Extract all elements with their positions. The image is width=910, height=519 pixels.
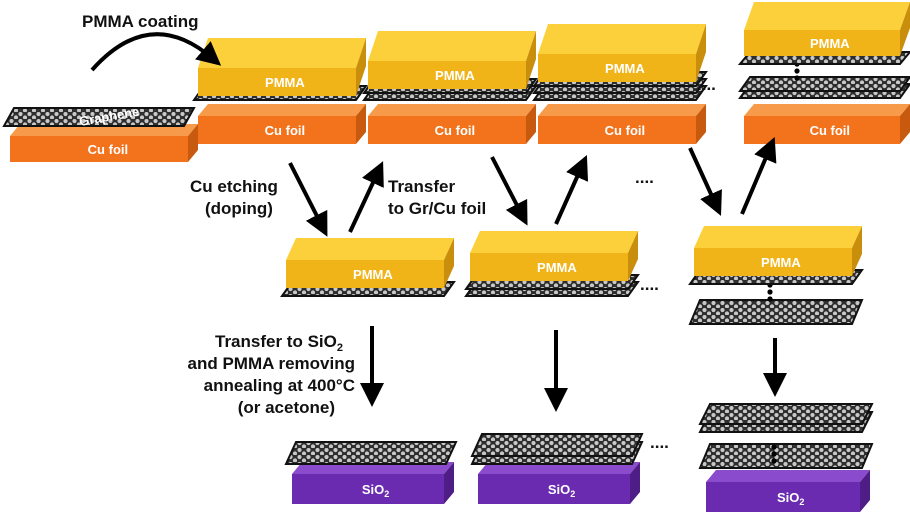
stack-nlayer-cu-label: Cu foil	[810, 123, 850, 138]
label-pmma-removing: and PMMA removing	[188, 354, 356, 373]
sio2-1: SiO2	[292, 462, 454, 504]
label-doping: (doping)	[205, 199, 273, 218]
stack-nlayer-sheet	[738, 76, 910, 92]
mid-n-sheet-lower	[688, 299, 864, 325]
stack-2layer-cu: Cu foil	[368, 104, 536, 144]
label-cu-etching: Cu etching	[190, 177, 278, 196]
label-pmma-coating: PMMA coating	[82, 12, 198, 31]
ellipsis-middle-row: ....	[640, 275, 659, 294]
ellipsis-top-row: ....	[697, 75, 716, 94]
sio2-1-label: SiO2	[362, 482, 389, 499]
graphene-sheet-initial	[2, 107, 196, 127]
stack-2layer-pmma-label: PMMA	[435, 68, 475, 83]
mid-n-pmma: PMMA	[694, 226, 862, 276]
arrow-cu-etching-n	[688, 147, 722, 216]
arrow-cu-etching-1	[288, 162, 328, 237]
mid-1-pmma-label: PMMA	[353, 267, 393, 282]
stack-1layer-pmma: PMMA	[198, 38, 366, 96]
mid-n-dots	[767, 282, 773, 302]
mid-2-pmma: PMMA	[470, 231, 638, 281]
stack-1layer-pmma-label: PMMA	[265, 75, 305, 90]
cu-foil-block-label: Cu foil	[88, 142, 128, 157]
arrow-cu-etching-2	[490, 156, 528, 226]
stack-2layer-pmma: PMMA	[368, 31, 536, 89]
ellipsis-bottom-row: ....	[650, 433, 669, 452]
stack-nlayer-cu: Cu foil	[744, 104, 910, 144]
stack-1layer-cu: Cu foil	[198, 104, 366, 144]
bottom-2-sheet	[470, 433, 644, 457]
arrow-transfer-1	[348, 161, 384, 233]
stack-3layer-pmma-label: PMMA	[605, 61, 645, 76]
sio2-2: SiO2	[478, 462, 640, 504]
label-acetone: (or acetone)	[238, 398, 335, 417]
stack-3layer-cu-label: Cu foil	[605, 123, 645, 138]
label-transfer: Transfer	[388, 177, 455, 196]
label-to-gr-cu-foil: to Gr/Cu foil	[388, 199, 486, 218]
sio2-n-label: SiO2	[777, 490, 804, 507]
mid-n-pmma-label: PMMA	[761, 255, 801, 270]
stack-nlayer-pmma-label: PMMA	[810, 36, 850, 51]
stack-3layer-cu: Cu foil	[538, 104, 706, 144]
arrow-transfer-2	[554, 155, 589, 225]
arrow-transfer-n	[740, 136, 777, 215]
arrow-pmma-coating	[90, 32, 222, 72]
cu-foil-block: Cu foil	[10, 124, 198, 162]
sio2-n: SiO2	[706, 470, 870, 512]
sio2-2-label: SiO2	[548, 482, 575, 499]
bottom-n-dots	[771, 444, 777, 464]
stack-nlayer-pmma: PMMA	[744, 2, 910, 56]
stack-3layer-pmma: PMMA	[538, 24, 706, 82]
stack-1layer-cu-label: Cu foil	[265, 123, 305, 138]
label-transfer-to-sio2: Transfer to SiO2	[215, 332, 343, 354]
stack-2layer-cu-label: Cu foil	[435, 123, 475, 138]
bottom-1-sheet	[284, 441, 458, 465]
mid-1-pmma: PMMA	[286, 238, 454, 288]
bottom-n-sheet	[698, 443, 874, 469]
label-annealing: annealing at 400°C	[204, 376, 355, 395]
ellipsis-arrows: ....	[635, 168, 654, 187]
mid-2-pmma-label: PMMA	[537, 260, 577, 275]
bottom-n-sheet	[698, 403, 874, 425]
arrows-layer	[90, 32, 787, 412]
